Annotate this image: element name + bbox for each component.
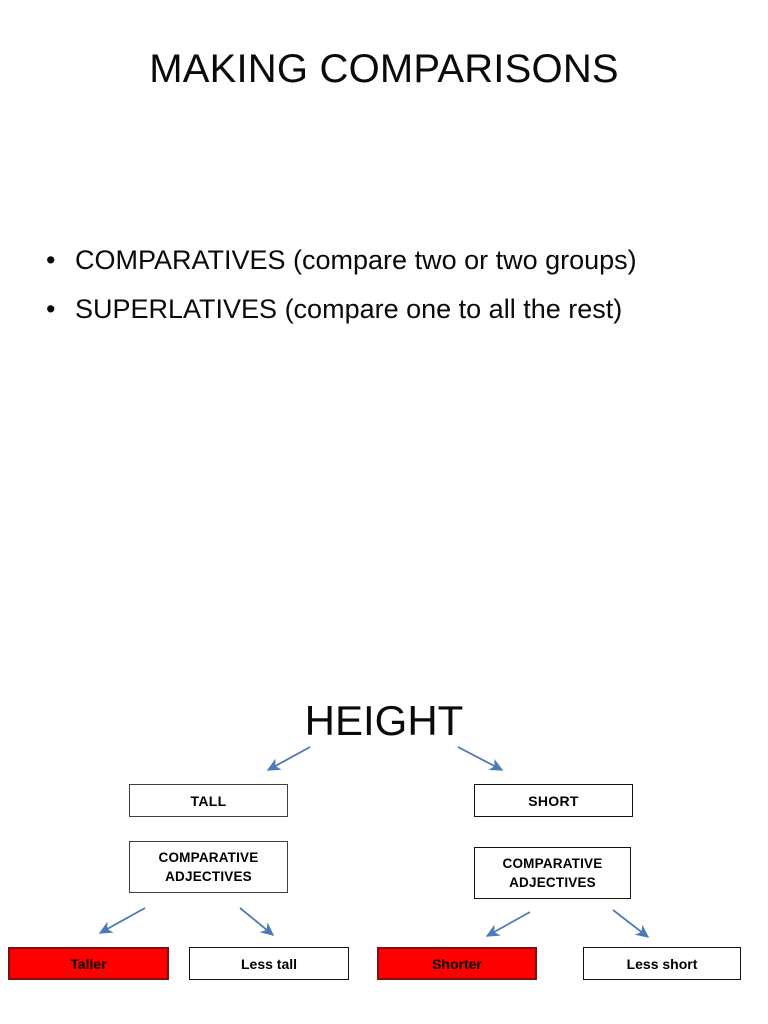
list-item-label: SUPERLATIVES (compare one to all the res…	[75, 294, 623, 324]
diagram-node-comparative-adjectives-tall[interactable]: COMPARATIVE ADJECTIVES	[129, 841, 288, 893]
diagram-node-label: Shorter	[432, 955, 482, 972]
arrow-height-to-short	[457, 746, 504, 771]
bullet-marker-icon: •	[46, 245, 56, 275]
diagram-node-label: Taller	[70, 955, 107, 972]
arrow-comparative-left-to-taller	[98, 907, 146, 934]
arrow-comparative-right-to-less-short	[612, 909, 650, 938]
diagram-node-comparative-adjectives-short[interactable]: COMPARATIVE ADJECTIVES	[474, 847, 631, 899]
list-item: • COMPARATIVES (compare two or two group…	[40, 236, 740, 285]
diagram-node-short[interactable]: SHORT	[474, 784, 633, 817]
diagram-node-tall[interactable]: TALL	[129, 784, 288, 817]
bullet-marker-icon: •	[46, 294, 56, 324]
diagram-node-less-short[interactable]: Less short	[583, 947, 741, 980]
page-title: MAKING COMPARISONS	[149, 47, 619, 91]
diagram-node-label: TALL	[190, 792, 227, 809]
diagram-node-label: Less tall	[240, 955, 298, 972]
diagram-node-label: Less short	[626, 955, 698, 972]
list-item: • SUPERLATIVES (compare one to all the r…	[40, 285, 740, 334]
bullet-list: • COMPARATIVES (compare two or two group…	[40, 236, 740, 334]
diagram-node-label: COMPARATIVE ADJECTIVES	[158, 850, 259, 884]
arrow-comparative-right-to-shorter	[485, 911, 531, 937]
arrow-height-to-tall	[266, 746, 311, 771]
diagram-node-label: COMPARATIVE ADJECTIVES	[502, 856, 603, 890]
diagram-node-shorter[interactable]: Shorter	[377, 947, 537, 980]
list-item-label: COMPARATIVES (compare two or two groups)	[75, 245, 637, 275]
diagram-root-label: HEIGHT	[304, 697, 464, 744]
arrow-comparative-left-to-less-tall	[239, 907, 275, 936]
diagram-node-less-tall[interactable]: Less tall	[189, 947, 349, 980]
diagram-node-taller[interactable]: Taller	[8, 947, 169, 980]
diagram-node-label: SHORT	[528, 792, 579, 809]
